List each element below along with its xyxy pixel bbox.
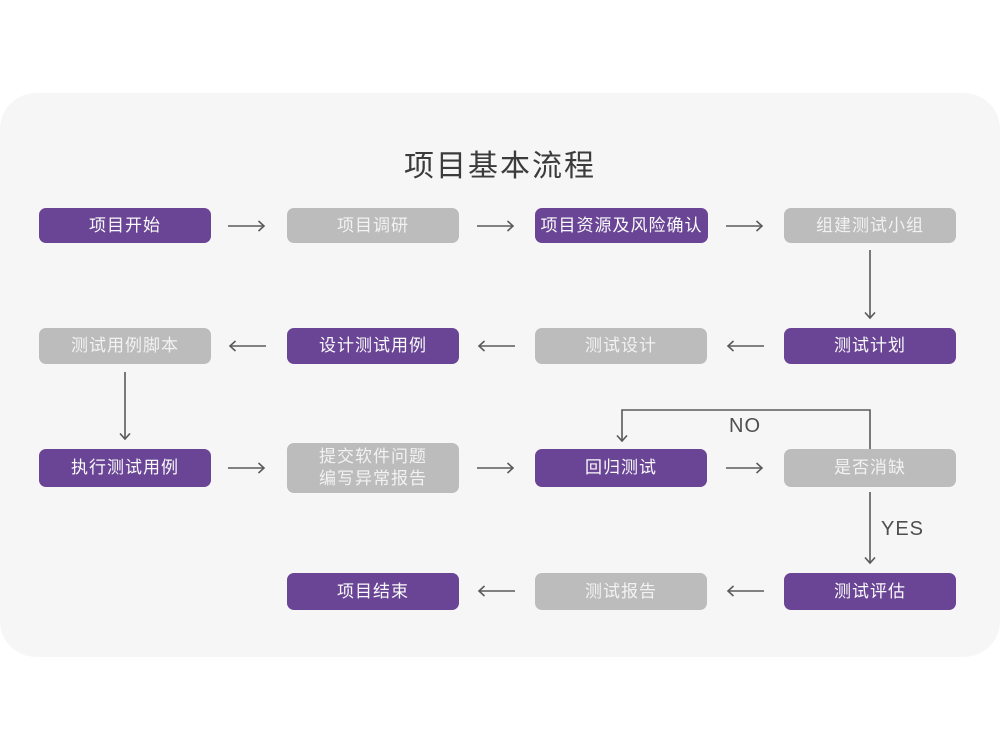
- flow-node-form-test-team: 组建测试小组: [784, 208, 956, 243]
- flow-node-test-plan: 测试计划: [784, 328, 956, 364]
- flow-node-test-evaluation: 测试评估: [784, 573, 956, 610]
- flow-node-test-design: 测试设计: [535, 328, 707, 364]
- flow-node-test-case-script: 测试用例脚本: [39, 328, 211, 364]
- flow-node-project-start: 项目开始: [39, 208, 211, 243]
- edge-label-no: NO: [729, 415, 761, 437]
- flow-node-project-research: 项目调研: [287, 208, 459, 243]
- flow-node-design-test-cases: 设计测试用例: [287, 328, 459, 364]
- flow-node-submit-issues-report: 提交软件问题 编写异常报告: [287, 443, 459, 493]
- flow-node-test-report: 测试报告: [535, 573, 707, 610]
- flow-node-execute-test-cases: 执行测试用例: [39, 449, 211, 487]
- edge-label-yes: YES: [881, 518, 925, 540]
- flow-node-defect-cleared-decision: 是否消缺: [784, 449, 956, 487]
- page-title: 项目基本流程: [404, 150, 596, 183]
- flow-node-project-end: 项目结束: [287, 573, 459, 610]
- flow-node-resources-risk-confirm: 项目资源及风险确认: [535, 208, 708, 243]
- flow-node-regression-test: 回归测试: [535, 449, 707, 487]
- flowchart-canvas: [0, 93, 1000, 657]
